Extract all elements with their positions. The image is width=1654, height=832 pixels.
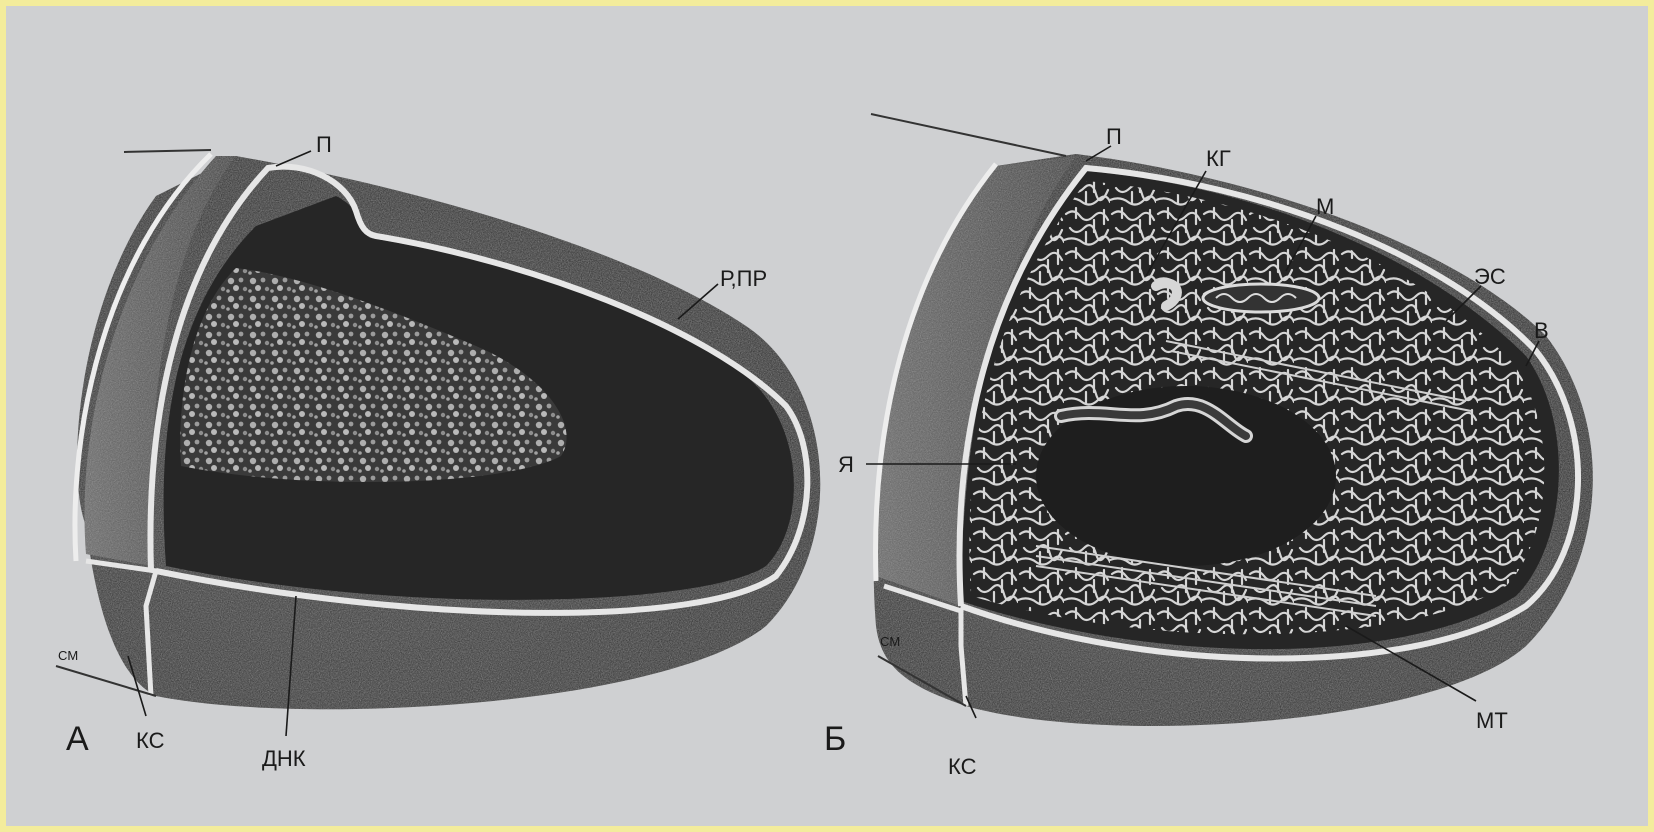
mitochondrion [1203, 284, 1319, 312]
label-m: М [1316, 194, 1334, 219]
capsule-line-top [871, 114, 1066, 156]
label-kg: КГ [1206, 146, 1231, 171]
label-mt: МТ [1476, 708, 1508, 733]
illustration-page: П Р,ПР CM КС ДНК А П КГ М ЭС В Я CM КС М… [6, 6, 1648, 826]
label-p: П [1106, 124, 1122, 149]
capsule-line-top [124, 150, 211, 152]
label-cm: CM [58, 648, 78, 663]
eukaryote-cell [871, 114, 1593, 726]
label-ks: КС [136, 728, 165, 753]
cell-diagram: П Р,ПР CM КС ДНК А П КГ М ЭС В Я CM КС М… [6, 6, 1648, 826]
label-cm: CM [880, 634, 900, 649]
label-dnk: ДНК [262, 746, 306, 771]
label-v: В [1534, 318, 1549, 343]
label-r-pr: Р,ПР [720, 266, 767, 291]
label-ks: КС [948, 754, 977, 779]
prokaryote-cell [56, 150, 820, 709]
panel-letter-b: Б [824, 720, 846, 758]
label-p: П [316, 132, 332, 157]
panel-letter-a: А [66, 720, 89, 758]
label-ya: Я [838, 452, 854, 477]
label-es: ЭС [1474, 264, 1506, 289]
